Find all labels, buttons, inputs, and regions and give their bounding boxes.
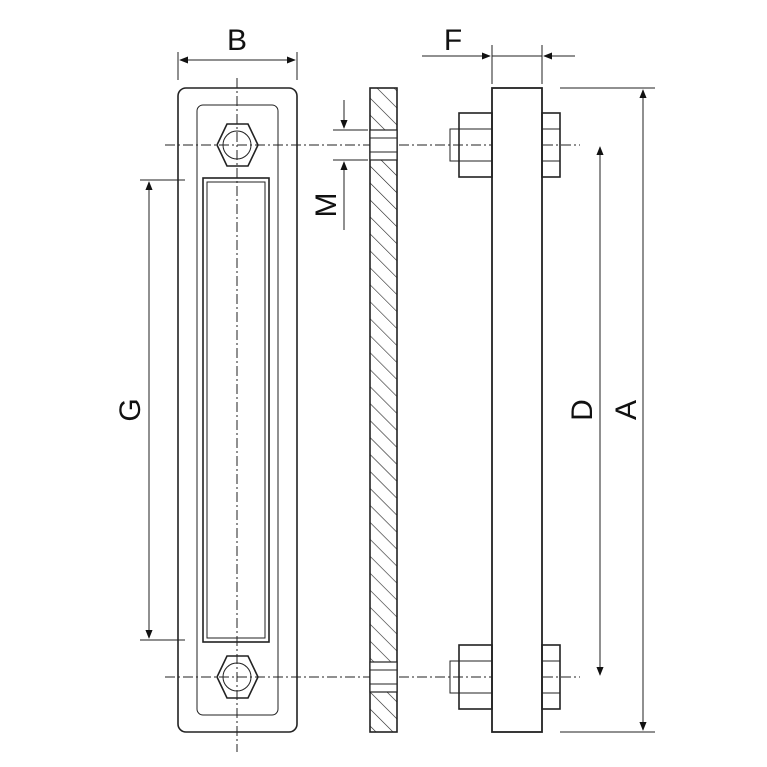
dimension-f: F <box>422 24 575 84</box>
sight-glass-outer <box>202 177 270 643</box>
dimension-g: G <box>114 179 185 641</box>
label-b: B <box>227 24 247 57</box>
dimension-a: A <box>560 87 655 733</box>
label-f: F <box>444 24 462 57</box>
side-bottom-bolt <box>449 644 561 710</box>
section-plate <box>369 87 398 733</box>
dimension-d: D <box>566 146 604 676</box>
label-g: G <box>114 398 147 421</box>
label-m: M <box>310 193 343 218</box>
sight-glass-inner <box>206 181 266 639</box>
side-top-bolt <box>449 112 561 178</box>
dimension-m: M <box>310 100 368 230</box>
section-top-hole <box>369 129 398 161</box>
label-d: D <box>566 399 599 421</box>
side-body <box>491 87 543 733</box>
section-bottom-hole <box>369 661 398 693</box>
side-view <box>449 87 561 733</box>
dimension-b: B <box>177 24 298 80</box>
label-a: A <box>610 400 643 420</box>
section-view <box>369 87 398 733</box>
